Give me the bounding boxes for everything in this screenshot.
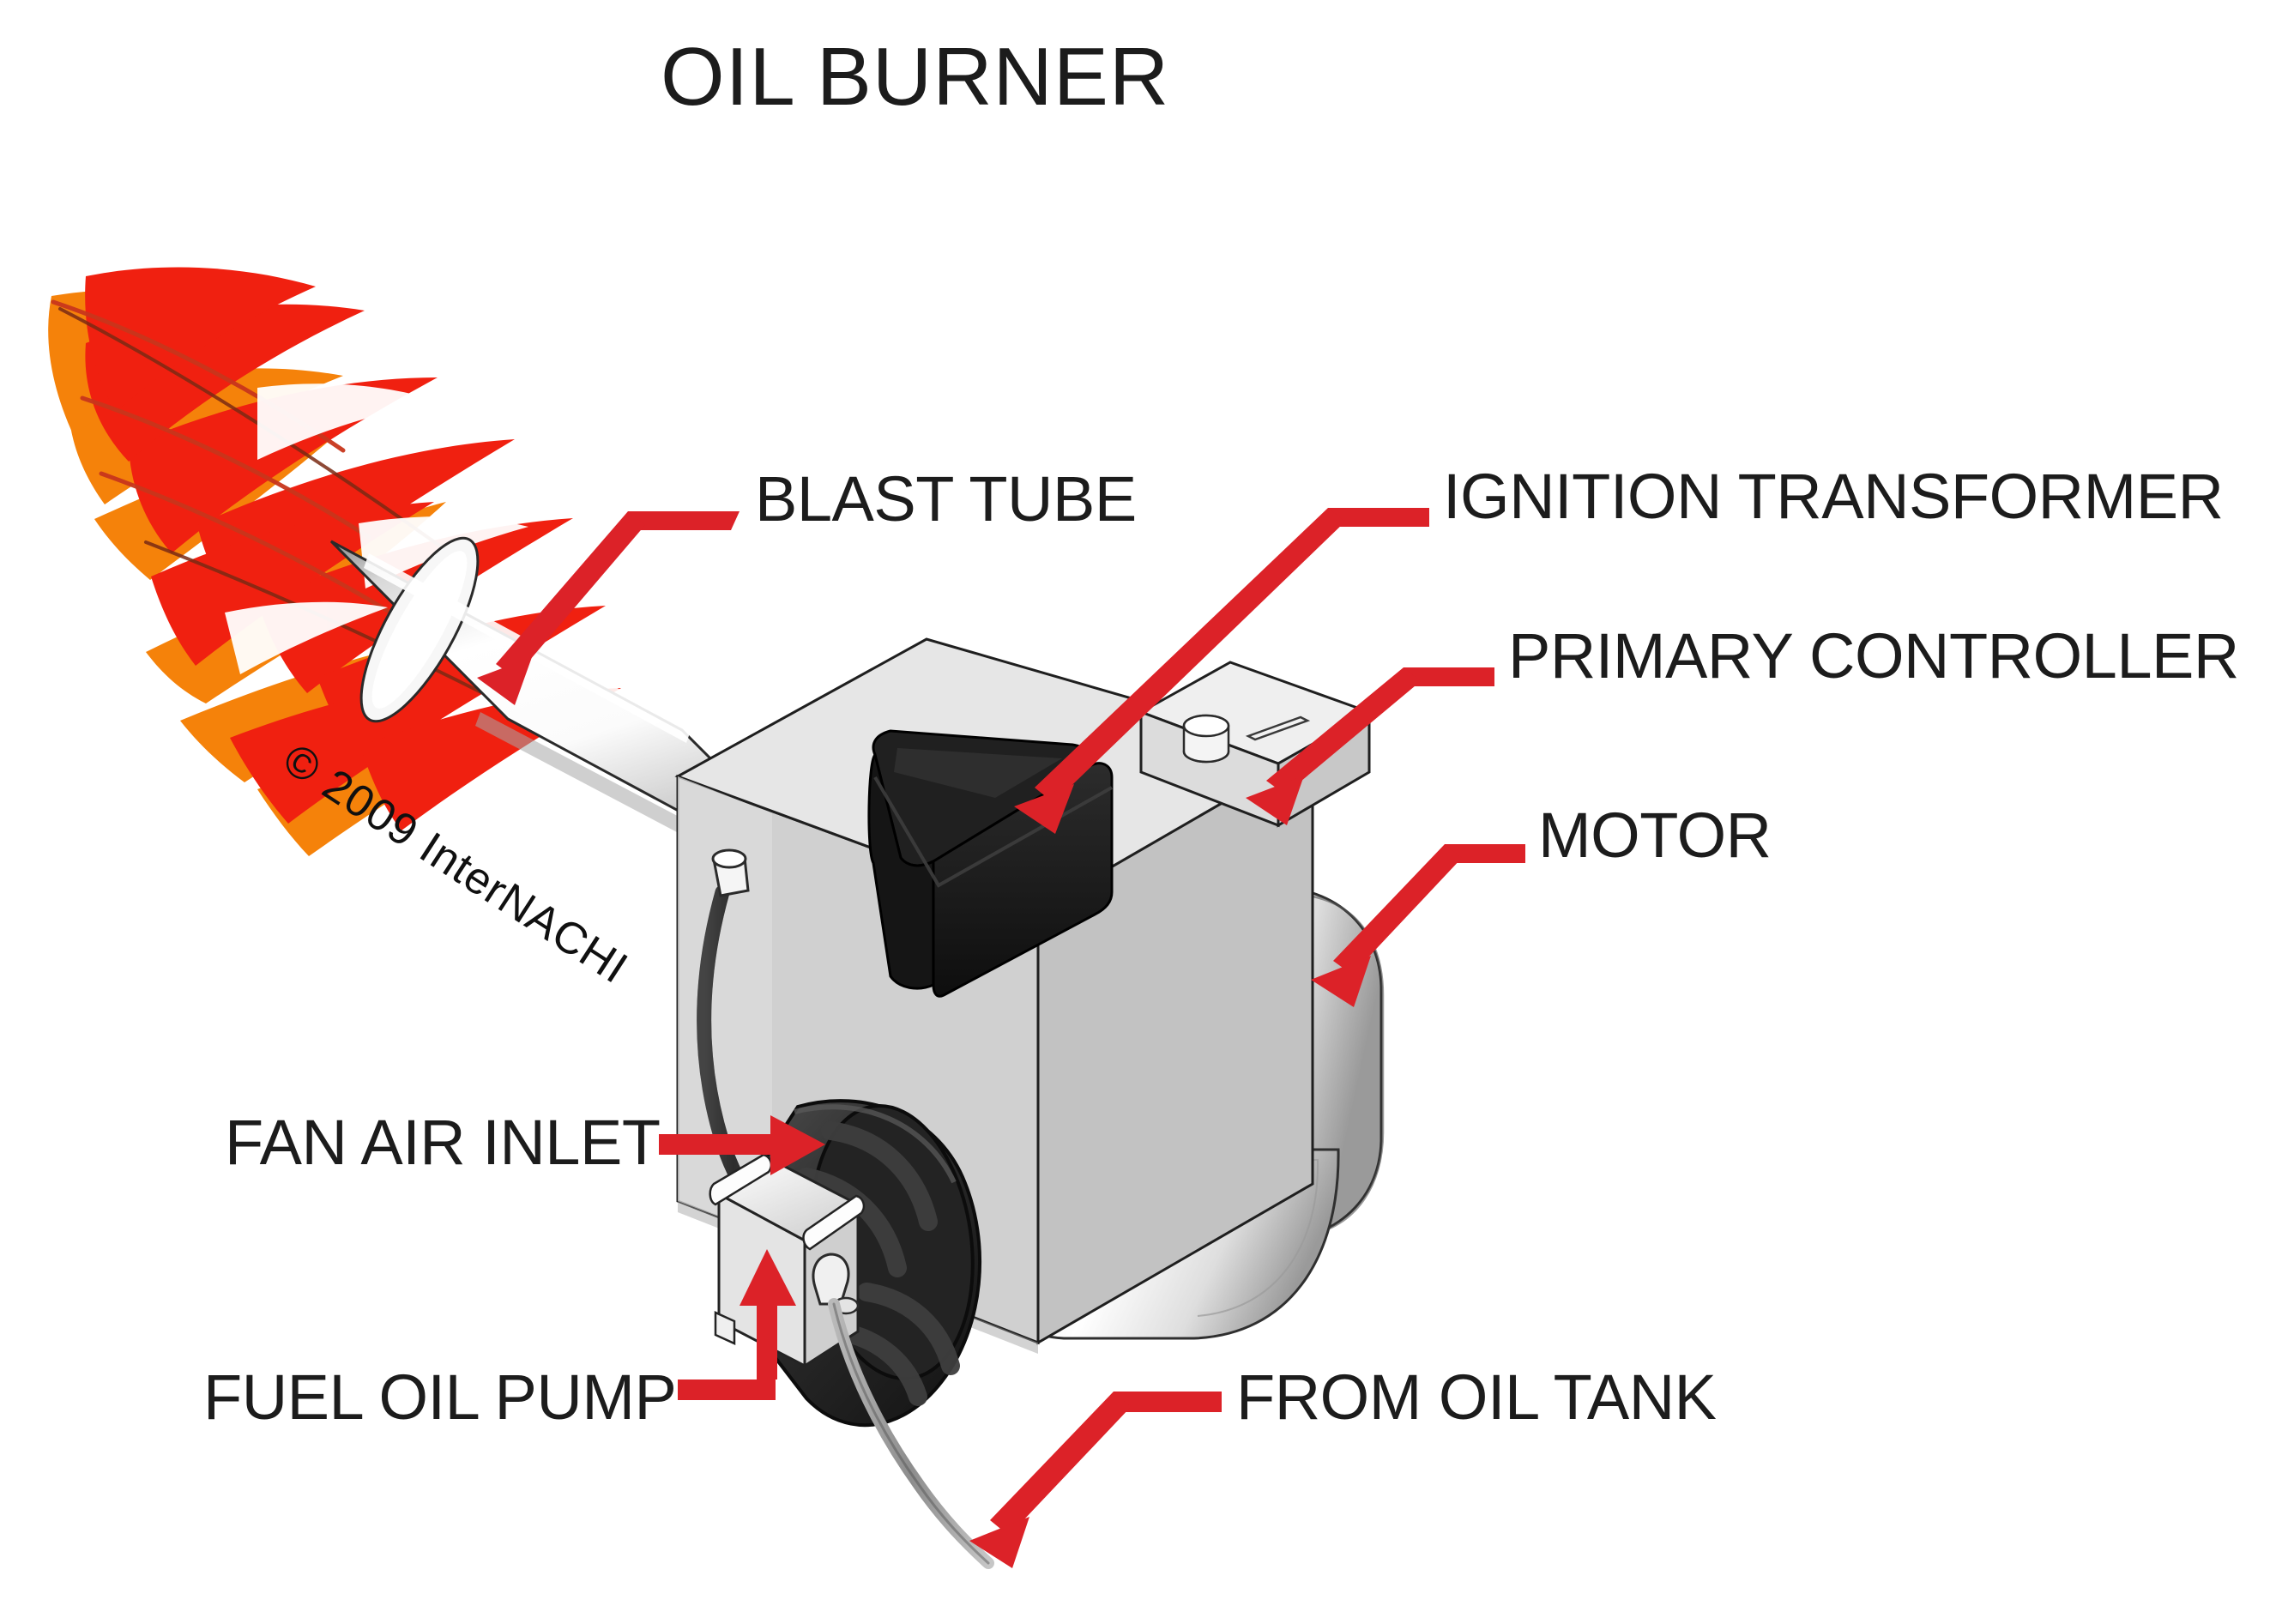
leader-blast-tube <box>477 511 740 705</box>
label-from-oil-tank: FROM OIL TANK <box>1236 1361 1717 1433</box>
label-blast-tube: BLAST TUBE <box>755 463 1137 534</box>
fuel-oil-pump-part <box>709 1153 866 1368</box>
leader-arrows <box>477 508 1525 1568</box>
label-motor: MOTOR <box>1538 800 1772 871</box>
leader-fuel-oil-pump <box>678 1249 796 1400</box>
leader-primary-controller <box>1246 667 1494 825</box>
oil-supply-line-part <box>828 1298 994 1569</box>
flame-graphic <box>48 267 621 856</box>
label-fan-air-inlet: FAN AIR INLET <box>225 1107 661 1178</box>
label-fuel-oil-pump: FUEL OIL PUMP <box>203 1361 677 1433</box>
page-title: OIL BURNER <box>661 31 1170 123</box>
leader-from-oil-tank <box>969 1392 1222 1568</box>
ignition-transformer-part <box>867 729 1114 998</box>
leader-ignition-transformer <box>1014 508 1429 834</box>
controller-slot <box>1245 715 1311 741</box>
label-ignition-transformer: IGNITION TRANSFORMER <box>1443 461 2224 532</box>
label-primary-controller: PRIMARY CONTROLLER <box>1508 620 2239 691</box>
reset-button-icon <box>1182 714 1230 764</box>
cable-ferrule <box>711 848 750 897</box>
leader-motor <box>1311 844 1525 1007</box>
pump-outlet-fitting <box>812 1253 860 1315</box>
leader-fan-air-inlet <box>659 1115 825 1175</box>
